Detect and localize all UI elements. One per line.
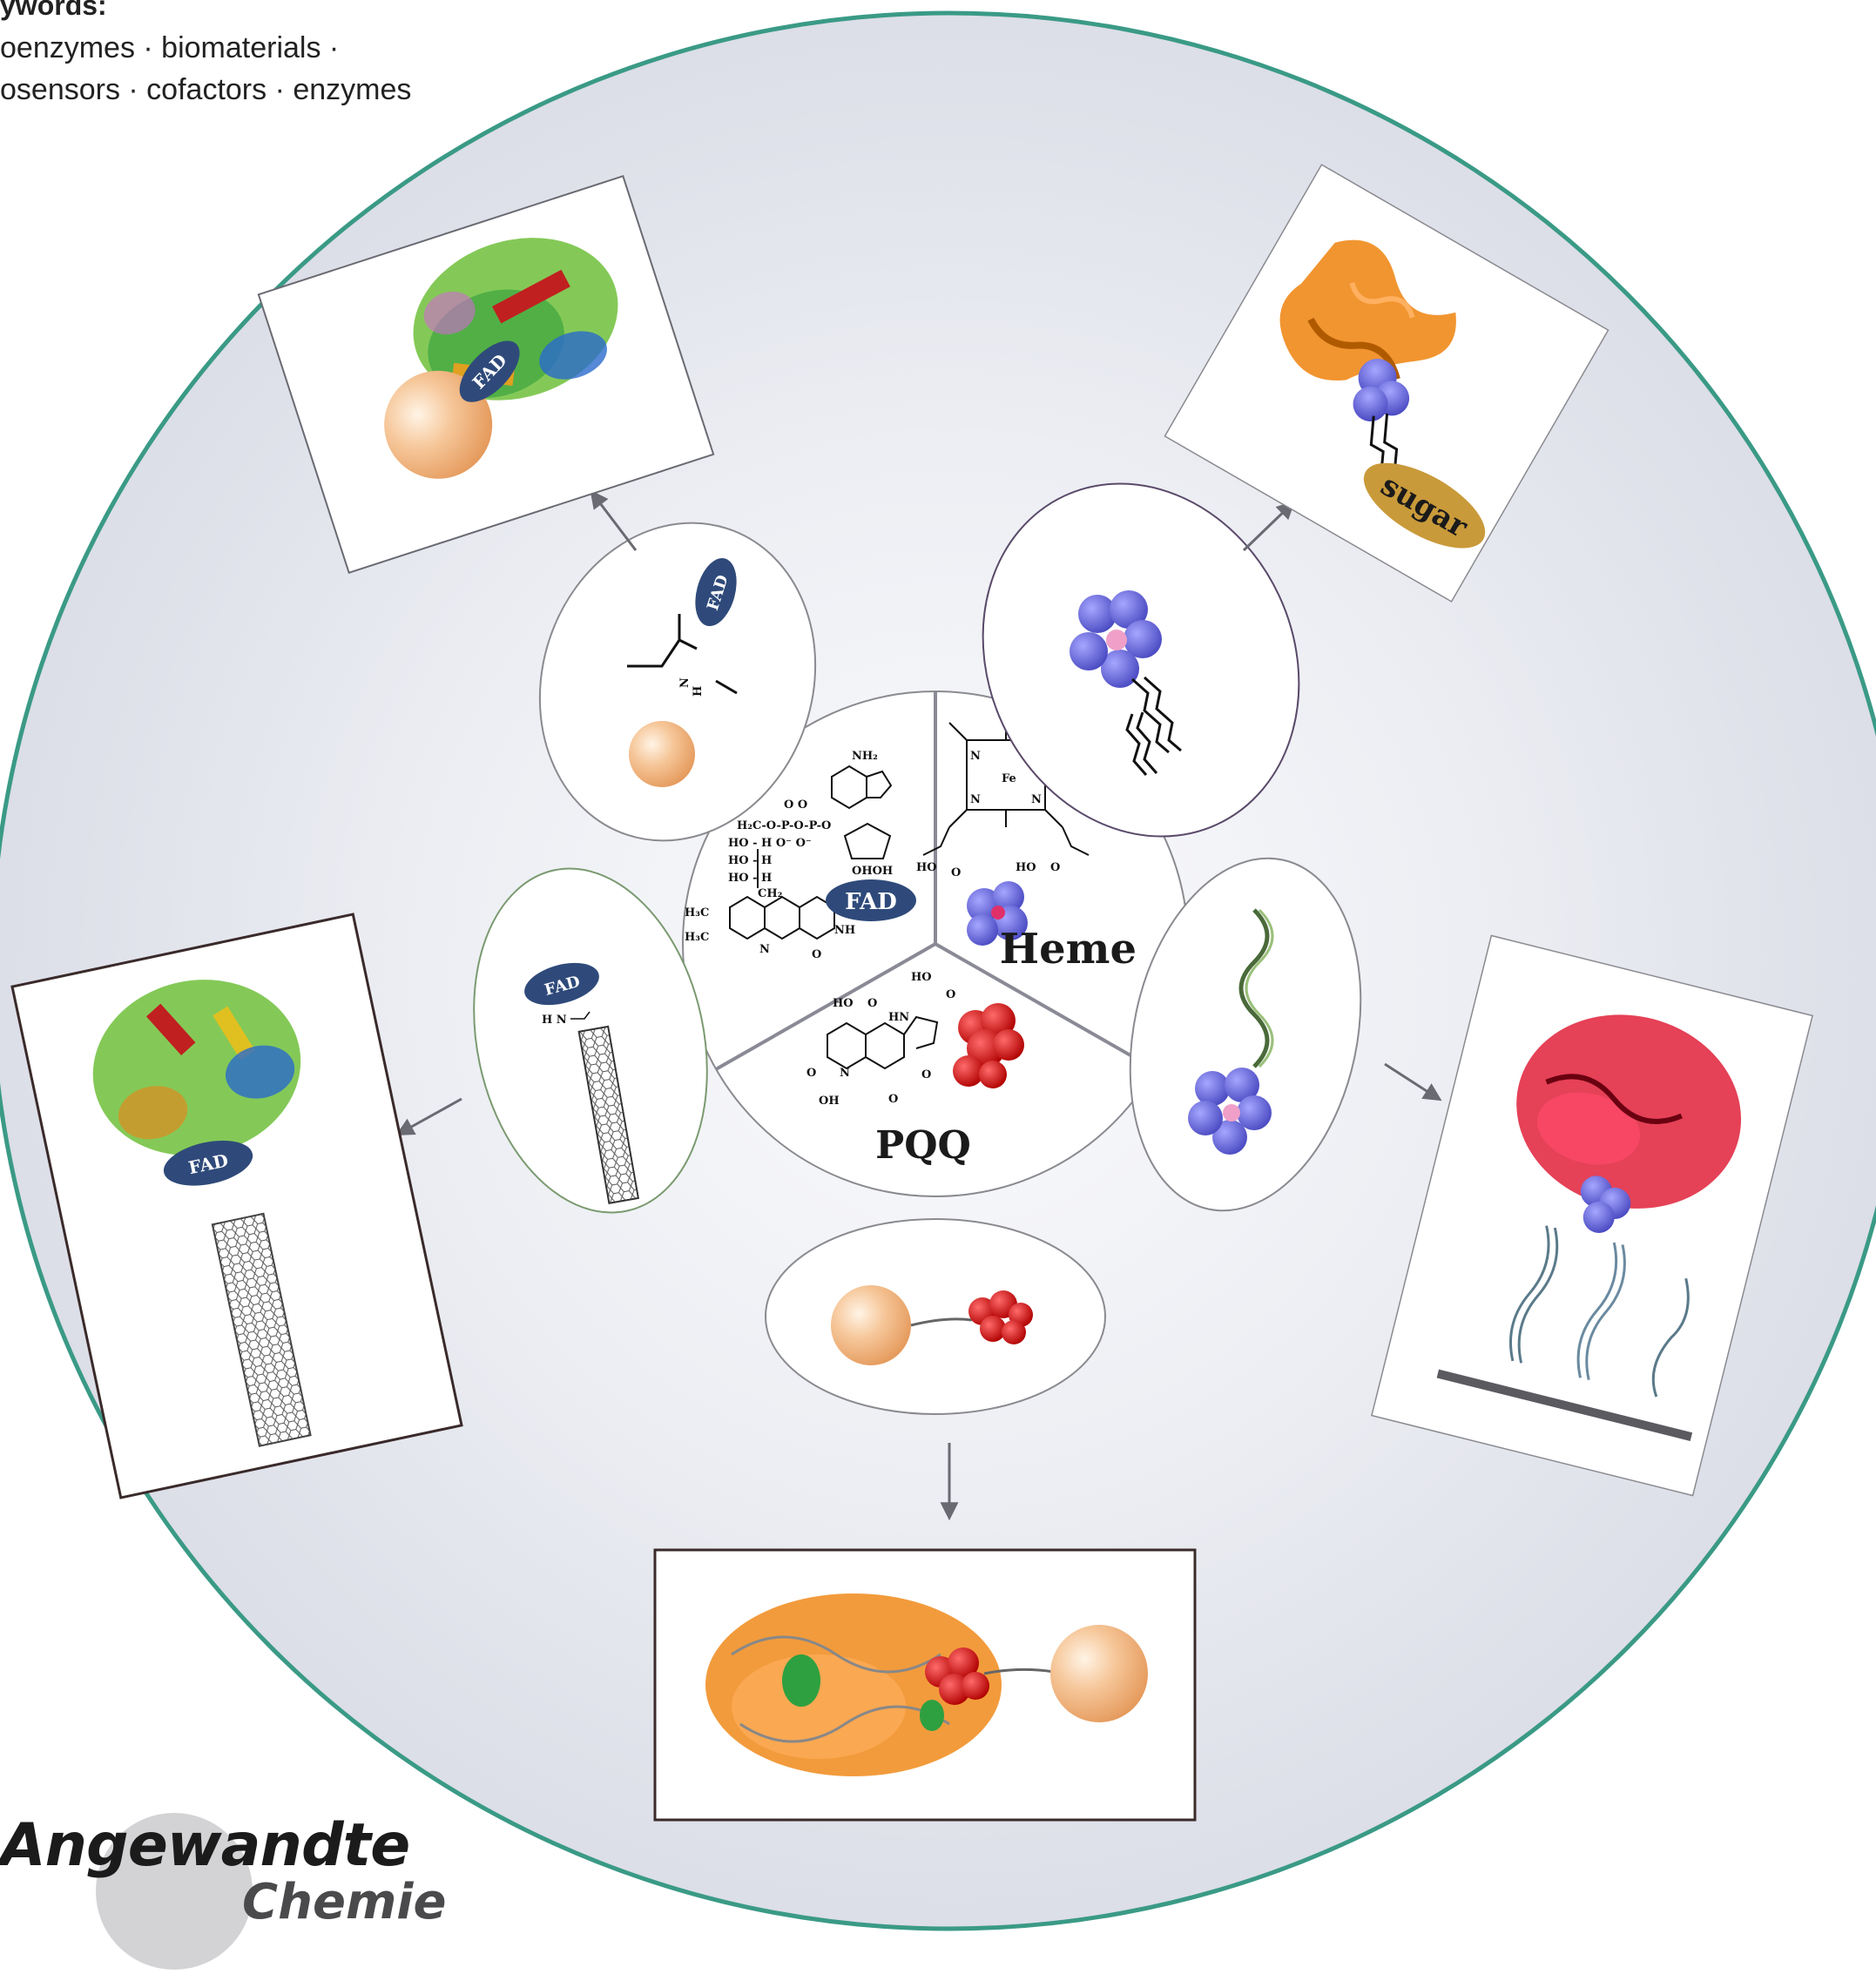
heme-n1: N [970,750,981,763]
heme-ho-right: HO [1016,861,1036,874]
pqq-o-mid: O [921,1068,931,1081]
ellipse-heme-chains [982,482,1300,838]
fad-ring-o2: O [812,948,821,961]
center-fad-oval [826,879,916,921]
center-fad-label: FAD [845,889,897,915]
ellipse-fad-amide-gold: FAD N H [538,522,817,842]
fad-phosphate-chain: H₂C-O-P-O-P-O [737,819,831,832]
fad-ring-nh: NH [834,924,855,937]
fad-ring-ohoh: OHOH [852,865,893,878]
keywords-line-1: oenzymes · biomaterials · [0,31,340,64]
fad-phosphate-top: O O [784,798,807,812]
box-heme-protein-dna [1371,934,1813,1497]
keywords-line-2: osensors · cofactors · enzymes [0,73,412,106]
fad-structure: NH₂ O O H₂C-O-P-O-P-O HO - H O⁻ O⁻ HO - … [685,750,893,961]
pqq-ho-left: HO [833,997,854,1010]
logo-word-angewandte: Angewandte [0,1811,410,1880]
center-pqq-model [953,1003,1024,1088]
ellipse-gold-pqq [765,1218,1106,1415]
logo-word-chemie: Chemie [242,1874,447,1930]
fad-h3c-1: H₃C [685,906,709,920]
ellipse-amide-n: N [678,677,692,688]
fad-ring-n: N [759,943,770,956]
pqq-o-bottom1: O [806,1067,816,1080]
keywords-block: ywords: oenzymes · biomaterials · osenso… [0,0,488,122]
heme-ho-left: HO [916,861,937,874]
protein-ribbon-orange [1279,239,1456,381]
heme-n3: N [970,793,981,806]
pqq-structure: HO O HO O HN O N O O OH [806,971,955,1108]
heme-o-left: O [951,866,961,879]
pqq-n: N [840,1067,850,1080]
fad-ch2: CH₂ [758,887,782,900]
pqq-o-top: O [946,988,955,1001]
journal-logo: Angewandte Chemie [0,1776,453,1974]
ellipse-fad-nanotube: FAD H N [473,867,708,1214]
pqq-hn: HN [888,1011,909,1024]
fad-row-c: HO - H [728,872,772,885]
pqq-oh: OH [819,1095,840,1108]
box-heme-protein-sugar: sugar [1164,164,1609,603]
heme-n4: N [1031,793,1042,806]
enzyme-ribbon-multi [92,980,301,1156]
center-cofactor-pie: NH₂ O O H₂C-O-P-O-P-O HO - H O⁻ O⁻ HO - … [682,691,1189,1197]
ellipse-heme-dna [1129,857,1362,1212]
ellipse-amide-h: H [692,686,705,697]
heme-fe: Fe [1002,772,1016,785]
protein-ribbon-red [1516,1014,1742,1209]
heme-o-right: O [1050,861,1060,874]
pqq-ho-top: HO [911,971,932,984]
center-heme-model [967,881,1028,946]
ellipse-cnt-hn: H N [542,1014,567,1027]
box-fad-enzyme-nanotube: FAD [10,913,463,1499]
pqq-o-bottom2: O [888,1093,898,1106]
box-fad-enzyme-gold: FAD [257,174,715,575]
fad-h3c-2: H₃C [685,931,709,944]
keywords-title: ywords: [0,0,107,21]
center-pqq-label: PQQ [875,1123,971,1168]
pqq-o-left: O [867,997,877,1010]
enzyme-ribbon-orange [705,1593,1002,1776]
fad-row-a: HO - H O⁻ O⁻ [728,837,812,850]
box-pqq-enzyme-gold [653,1548,1197,1822]
center-heme-label: Heme [1000,925,1137,974]
logo-circle [96,1813,253,1970]
fad-row-b: HO - H [728,854,772,867]
arrows [395,489,1442,1521]
fad-nh2: NH₂ [852,750,878,763]
